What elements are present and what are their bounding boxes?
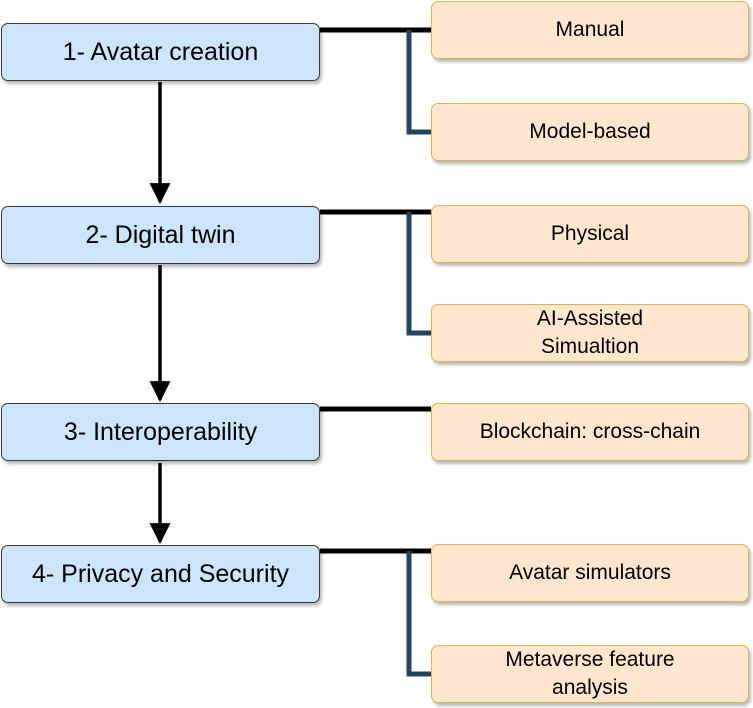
leaf-metaverse-feature-analysis: Metaverse feature analysis	[431, 645, 749, 703]
leaf-model-based: Model-based	[431, 103, 749, 161]
step-privacy-and-security: 4- Privacy and Security	[1, 545, 320, 603]
leaf-label-line-1: Metaverse feature	[505, 648, 675, 671]
leaf-avatar-simulators: Avatar simulators	[431, 544, 749, 602]
step-interoperability: 3- Interoperability	[1, 403, 320, 461]
connector-avatar-creation-model-based	[406, 30, 431, 135]
leaf-label-line-1: AI-Assisted	[536, 307, 644, 330]
leaf-blockchain-cross-chain: Blockchain: cross-chain	[431, 403, 749, 461]
step-avatar-creation: 1- Avatar creation	[1, 23, 320, 81]
connector-digital-twin-ai-assisted	[406, 212, 431, 336]
connector-privacy-metaverse-analysis	[406, 551, 431, 677]
leaf-manual: Manual	[431, 1, 749, 59]
step-digital-twin: 2- Digital twin	[1, 206, 320, 264]
leaf-label-line-2: analysis	[552, 676, 628, 699]
leaf-label-line-2: Simualtion	[540, 335, 640, 358]
leaf-physical: Physical	[431, 205, 749, 263]
leaf-label-lines: Metaverse feature analysis	[505, 646, 674, 702]
